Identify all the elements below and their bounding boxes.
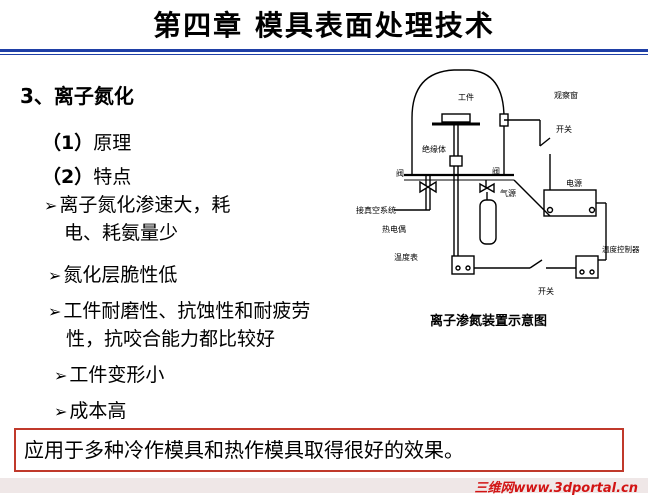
subheading-number: （2）: [42, 166, 94, 188]
label-workpiece: 工件: [458, 92, 474, 102]
bullet-item: ➢工件耐磨性、抗蚀性和耐疲劳: [48, 296, 310, 323]
arrow-bullet-icon: ➢: [54, 366, 68, 385]
bullet-text: 工件变形小: [69, 364, 165, 386]
label-vacuum: 接真空系统: [356, 205, 396, 215]
title-divider-thin: [0, 54, 648, 55]
gas-bottle: [479, 199, 497, 245]
watermark: 三维网www.3dportal.cn: [474, 481, 638, 496]
insulator: [449, 155, 463, 167]
label-switch-bottom: 开关: [538, 286, 554, 296]
valve-right-icon: [479, 182, 495, 194]
label-gas-source: 气源: [500, 188, 516, 198]
label-temp-controller: 温度控制器: [602, 244, 640, 254]
bullet-continuation: 电、耗氨量少: [64, 222, 179, 244]
bullet-item: ➢氮化层脆性低: [48, 260, 177, 287]
label-switch-top: 开关: [556, 124, 572, 134]
arrow-bullet-icon: ➢: [48, 266, 62, 285]
watermark-bar: [0, 478, 648, 493]
subheading-text: 特点: [93, 166, 132, 188]
bell-jar-outline: [411, 69, 505, 175]
valve-left-icon: [419, 180, 437, 194]
bullet-continuation: 性，抗咬合能力都比较好: [66, 328, 276, 350]
subheading-features: （2）特点: [42, 162, 131, 189]
bullet-item: ➢离子氮化渗速大，耗: [44, 190, 230, 217]
label-valve-right: 阀: [492, 167, 500, 176]
workpiece: [441, 113, 471, 123]
label-window: 观察窗: [554, 90, 578, 100]
label-thermocouple: 热电偶: [382, 224, 406, 234]
label-valve-left: 阀: [396, 169, 404, 178]
callout-box: 应用于多种冷作模具和热作模具取得很好的效果。: [14, 428, 624, 472]
diagram-caption: 离子渗氮装置示意图: [430, 314, 548, 329]
bullet-item: ➢成本高: [54, 396, 126, 423]
subheading-number: （1）: [42, 132, 94, 154]
label-power: 电源: [566, 178, 582, 188]
subheading-text: 原理: [93, 132, 132, 154]
arrow-bullet-icon: ➢: [54, 402, 68, 421]
arrow-bullet-icon: ➢: [44, 196, 58, 215]
label-insulator: 绝缘体: [422, 144, 446, 154]
temperature-controller: [575, 255, 599, 279]
bullet-item: ➢工件变形小: [54, 360, 164, 387]
title-divider: [0, 49, 648, 52]
bullet-text: 成本高: [69, 400, 127, 422]
bullet-text: 工件耐磨性、抗蚀性和耐疲劳: [63, 300, 311, 322]
bullet-text: 离子氮化渗速大，耗: [59, 194, 231, 216]
section-heading: 3、离子氮化: [20, 84, 134, 108]
ion-nitriding-diagram: 工件 观察窗 开关 绝缘体 阀 阀 气源 电源 接真空系统 热电偶 温度表 温度…: [356, 69, 640, 296]
thermometer: [451, 255, 475, 275]
subheading-principle: （1）原理: [42, 128, 131, 155]
arrow-bullet-icon: ➢: [48, 302, 62, 321]
bullet-text: 氮化层脆性低: [63, 264, 178, 286]
slide-title: 第四章 模具表面处理技术: [153, 9, 495, 42]
label-thermometer: 温度表: [394, 252, 418, 262]
